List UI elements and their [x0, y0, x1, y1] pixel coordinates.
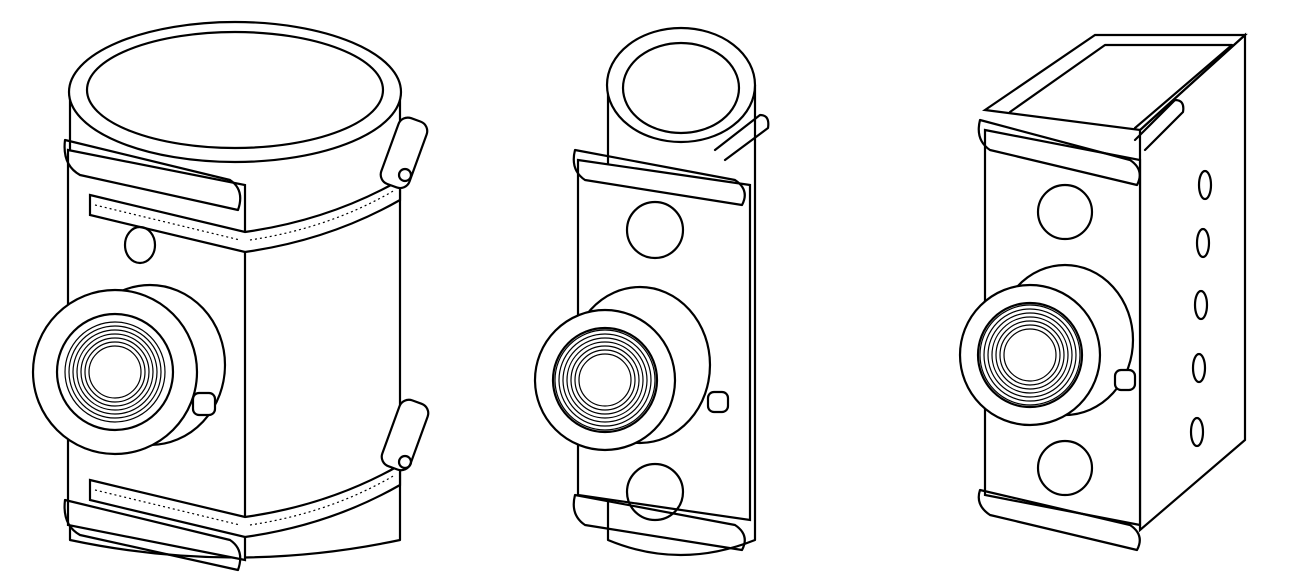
hole	[1036, 183, 1094, 241]
set-screw	[1113, 368, 1137, 392]
hole	[625, 200, 685, 260]
set-screw	[706, 390, 730, 414]
set-screw	[191, 391, 217, 417]
lower-hose-band	[88, 398, 430, 539]
square-tube-saddle-fitting	[958, 32, 1248, 552]
hole	[625, 462, 685, 522]
round-pipe-saddle-fitting	[533, 26, 770, 557]
round-pipe-clamp-fitting	[31, 20, 430, 572]
side-holes	[1189, 169, 1213, 448]
upper-hose-band	[88, 116, 429, 254]
hole	[1036, 439, 1094, 497]
